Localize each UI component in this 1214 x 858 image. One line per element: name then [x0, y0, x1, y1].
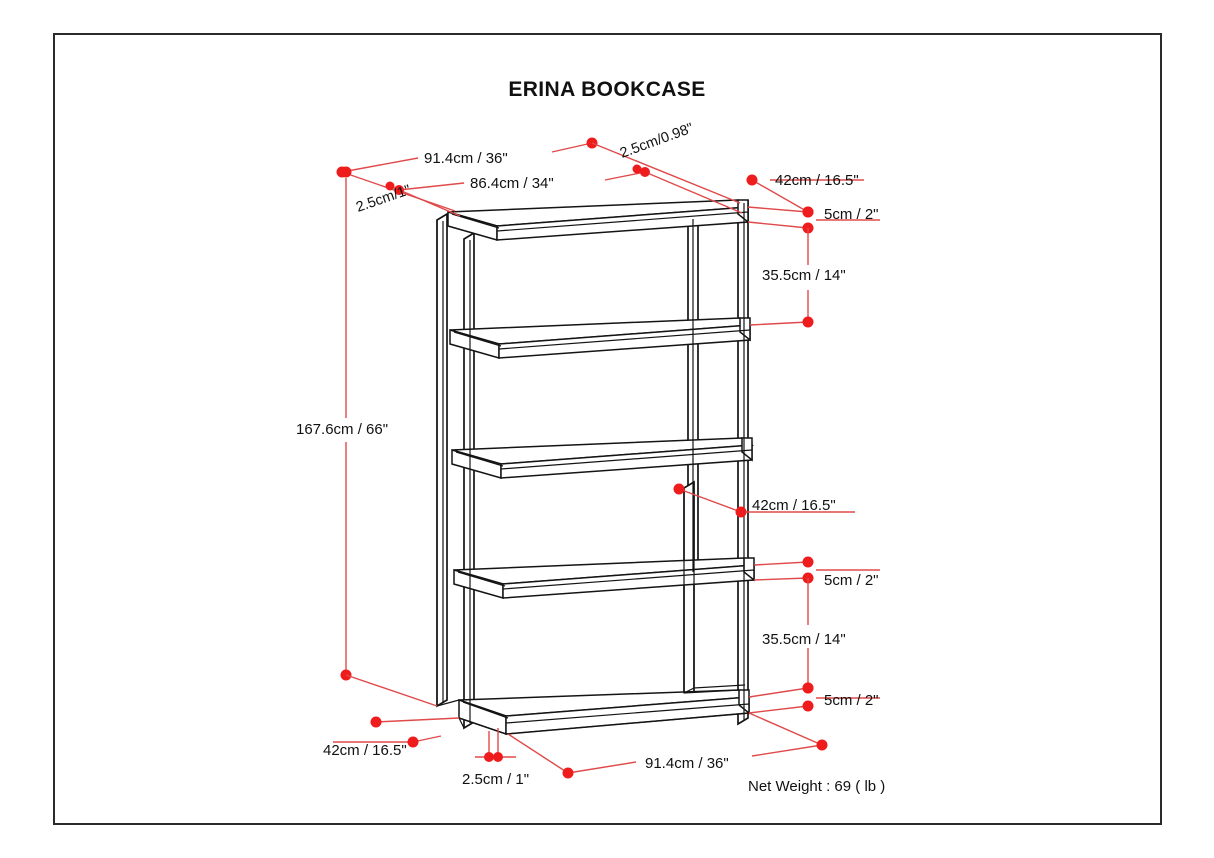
dim-mid-side-depth: 42cm / 16.5" — [673, 483, 855, 518]
dim-shelf-gap-lower: 35.5cm / 14" — [762, 578, 846, 694]
dim-shelf-gap-upper-label: 35.5cm / 14" — [762, 267, 846, 284]
front-right-post-upper — [737, 199, 749, 726]
dim-lower-shelf-thickness-upper-label: 5cm / 2" — [824, 572, 879, 589]
left-inner-rails — [442, 221, 471, 723]
dim-top-thickness-right-label: 2.5cm/0.98" — [618, 120, 696, 161]
dim-bottom-side-depth: 42cm / 16.5" — [323, 674, 460, 759]
dim-top-shelf-thickness-label: 5cm / 2" — [824, 206, 879, 223]
dim-bottom-thickness-label: 2.5cm / 1" — [462, 771, 529, 788]
shelf-third — [451, 437, 755, 479]
shelf-top — [447, 199, 751, 241]
dim-top-shelf-thickness: 5cm / 2" — [747, 206, 880, 234]
dim-top-depth-inner: 86.4cm / 34" — [394, 167, 650, 195]
dim-lower-shelf-thickness-bottom-label: 5cm / 2" — [824, 692, 879, 709]
dim-mid-side-depth-label: 42cm / 16.5" — [752, 497, 836, 514]
dim-bottom-width: 91.4cm / 36" — [507, 712, 828, 779]
dim-bottom-thickness: 2.5cm / 1" — [462, 728, 529, 788]
shelf-second — [449, 317, 753, 359]
shelf-fourth — [453, 557, 757, 599]
dim-top-thickness-left-label: 2.5cm/1" — [354, 182, 413, 216]
dim-shelf-gap-upper: 35.5cm / 14" — [749, 228, 846, 328]
page-border-frame — [53, 33, 1162, 825]
dim-bottom-width-label: 91.4cm / 36" — [645, 755, 729, 772]
dim-top-side-depth-label: 42cm / 16.5" — [775, 172, 859, 189]
right-inner-rails — [692, 203, 745, 720]
lower-right-bracket — [683, 482, 746, 694]
bookcase-illustration — [436, 199, 757, 736]
rear-left-post — [436, 212, 448, 708]
page-title: ERINA BOOKCASE — [508, 78, 706, 101]
dim-total-height: 167.6cm / 66" — [296, 166, 388, 681]
dim-top-depth-outer-label: 91.4cm / 36" — [424, 150, 508, 167]
dim-total-height-label: 167.6cm / 66" — [296, 421, 388, 438]
dimension-annotations: 91.4cm / 36" 86.4cm / 34" 2.5cm/1" — [296, 120, 885, 795]
front-left-post — [463, 231, 475, 730]
dim-top-depth-outer: 91.4cm / 36" — [336, 137, 598, 178]
dim-bottom-side-depth-label: 42cm / 16.5" — [323, 742, 407, 759]
dim-lower-shelf-thickness-bottom: 5cm / 2" — [748, 682, 880, 714]
net-weight-label: Net Weight : 69 ( lb ) — [748, 778, 885, 795]
dim-lower-shelf-thickness-upper: 5cm / 2" — [753, 556, 880, 589]
base-left-join — [436, 699, 465, 729]
dim-top-thickness-right: 2.5cm/0.98" — [591, 120, 743, 214]
dim-top-depth-inner-label: 86.4cm / 34" — [470, 175, 554, 192]
dim-shelf-gap-lower-label: 35.5cm / 14" — [762, 631, 846, 648]
shelf-base — [458, 689, 752, 736]
dim-top-thickness-left: 2.5cm/1" — [341, 171, 461, 217]
